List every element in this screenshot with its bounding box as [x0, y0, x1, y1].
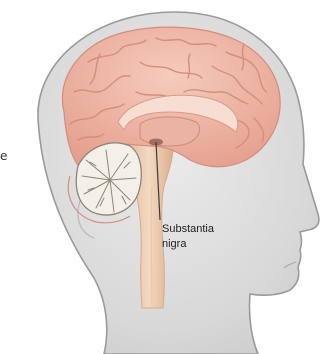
thalamus: [140, 117, 200, 146]
cerebrum: [62, 27, 280, 168]
substantia-nigra-label-line1: Substantia: [162, 223, 215, 235]
substantia-nigra-label-line2: nigra: [162, 238, 187, 250]
clipped-text-fragment: e: [0, 149, 7, 163]
